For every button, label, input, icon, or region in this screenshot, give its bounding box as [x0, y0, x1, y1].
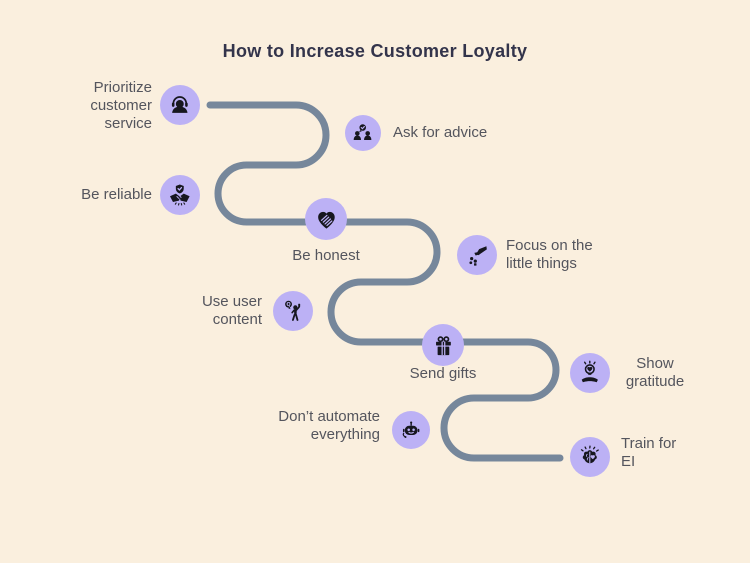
gift-box-icon	[435, 335, 451, 355]
step-label-train-for-ei: Train for EI	[621, 435, 677, 470]
step-badge-focus-little-things	[457, 235, 497, 275]
step-label-focus-little-things: Focus on the little things	[506, 237, 593, 272]
step-label-be-honest: Be honest	[292, 247, 360, 264]
brain-rays-icon	[581, 445, 600, 464]
step-badge-train-for-ei	[570, 437, 610, 477]
customer-service-agent-icon	[172, 96, 188, 114]
page-title: How to Increase Customer Loyalty	[222, 41, 528, 61]
hand-small-things-icon	[469, 246, 488, 266]
step-badge-show-gratitude	[570, 353, 610, 393]
handshake-shield-icon	[170, 184, 190, 206]
step-badge-be-honest	[305, 198, 347, 240]
hand-holding-heart-bulb-icon	[581, 360, 599, 383]
svg-text:Q: Q	[287, 302, 292, 308]
step-label-prioritize-customer-service: Prioritize customer service	[90, 79, 152, 132]
step-label-send-gifts: Send gifts	[409, 365, 477, 382]
step-badge-ask-for-advice	[345, 115, 381, 151]
step-badge-be-reliable	[160, 175, 200, 215]
step-badge-prioritize-customer-service	[160, 85, 200, 125]
flow-line	[206, 101, 564, 462]
hand-on-heart-icon	[317, 211, 335, 229]
step-label-dont-automate: Don’t automate everything	[278, 408, 380, 443]
selfie-person-icon: Q	[285, 300, 301, 322]
step-badge-use-user-content: Q	[273, 291, 313, 331]
step-badge-send-gifts	[422, 324, 464, 366]
step-label-be-reliable: Be reliable	[81, 186, 152, 203]
step-label-show-gratitude: Show gratitude	[625, 355, 685, 390]
step-label-ask-for-advice: Ask for advice	[393, 124, 488, 141]
step-label-use-user-content: Use user content	[201, 293, 262, 328]
group-discussion-check-icon	[354, 124, 372, 141]
step-badge-dont-automate	[392, 411, 430, 449]
robot-icon	[402, 421, 420, 438]
